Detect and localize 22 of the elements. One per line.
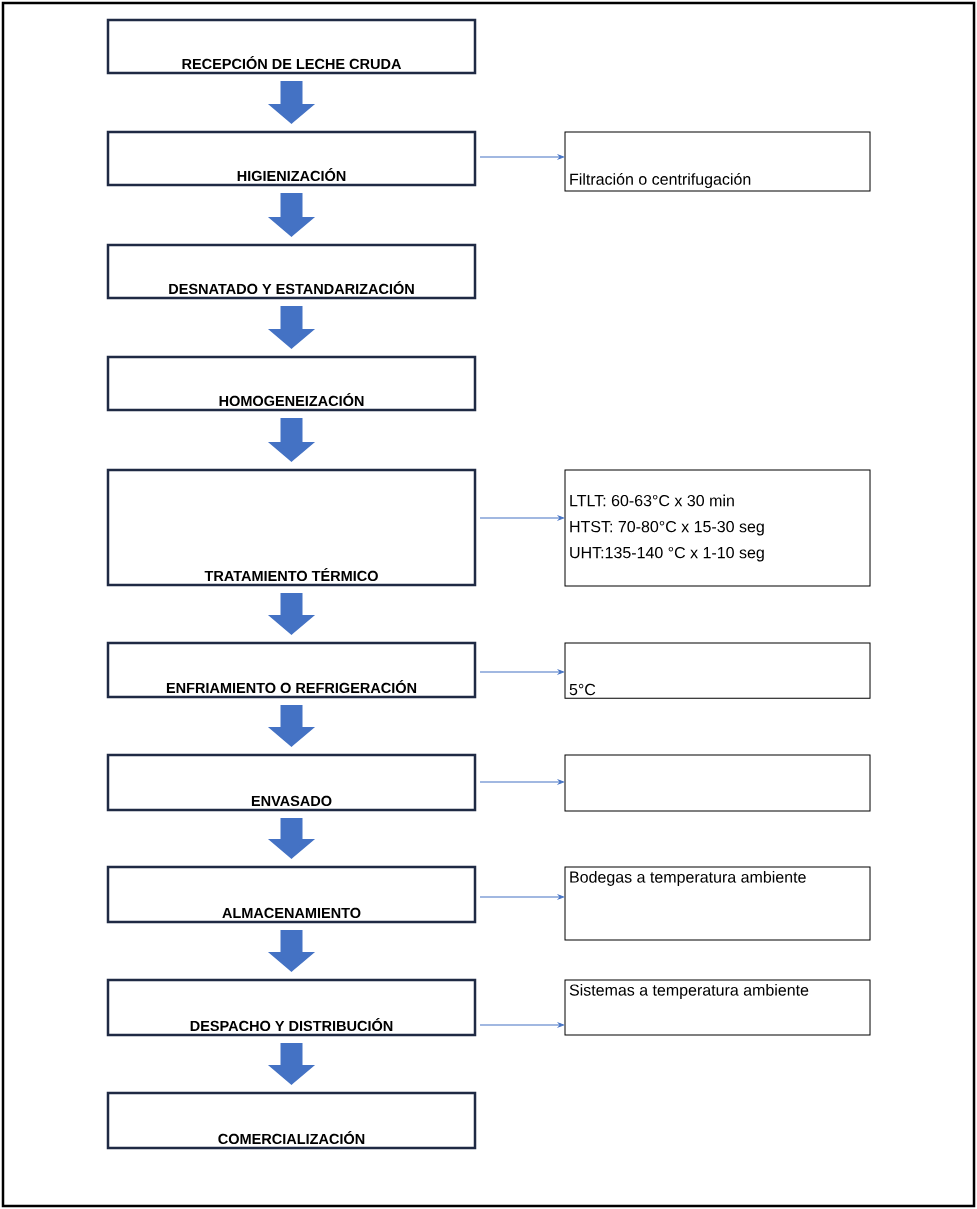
arrow <box>479 154 565 160</box>
arrow <box>479 1022 565 1028</box>
process-box: COMERCIALIZACIÓN <box>106 1091 477 1150</box>
note-box: Filtración o centrifugación <box>564 131 871 192</box>
process-box: RECEPCIÓN DE LECHE CRUDA <box>106 18 477 75</box>
process-box: HIGIENIZACIÓN <box>106 130 477 187</box>
process-box: TRATAMIENTO TÉRMICO <box>106 468 477 587</box>
note-box: Sistemas a temperatura ambiente <box>564 979 871 1036</box>
process-box: HOMOGENEIZACIÓN <box>106 355 477 412</box>
note-box <box>564 754 871 812</box>
process-box: DESPACHO Y DISTRIBUCIÓN <box>106 978 477 1037</box>
arrow <box>479 779 565 785</box>
process-box: DESNATADO Y ESTANDARIZACIÓN <box>106 243 477 300</box>
process-box: ENFRIAMIENTO O REFRIGERACIÓN <box>106 641 477 699</box>
note-box: Bodegas a temperatura ambiente <box>564 866 871 941</box>
arrow <box>479 669 565 675</box>
arrow <box>479 515 565 521</box>
note-box: LTLT: 60-63°C x 30 min HTST: 70-80°C x 15-30 seg UHT:135-140 °C x 1-10 seg <box>564 469 871 587</box>
note-box: 5°C <box>564 642 871 699</box>
arrow <box>479 894 565 900</box>
process-box: ALMACENAMIENTO <box>106 865 477 924</box>
process-box: ENVASADO <box>106 753 477 812</box>
